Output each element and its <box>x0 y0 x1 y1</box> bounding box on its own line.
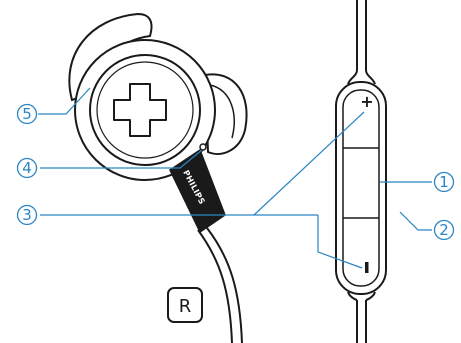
callout-3: 3 <box>16 204 38 226</box>
callout-5: 5 <box>16 103 38 125</box>
leader-line-3-upper <box>253 111 365 216</box>
remote-body <box>335 81 387 295</box>
callout-4-number: 4 <box>22 159 32 177</box>
callout-5-number: 5 <box>22 105 32 123</box>
callout-1-number: 1 <box>439 173 449 191</box>
side-marker-box <box>167 287 203 323</box>
earbud: PHILIPS <box>68 12 248 234</box>
leader-line-2 <box>399 211 432 231</box>
cross-icon <box>113 83 167 137</box>
callout-1: 1 <box>433 171 455 193</box>
led-indicator <box>199 143 207 151</box>
volume-down-mark <box>365 262 369 273</box>
leader-line-4 <box>40 149 203 169</box>
earbud-cable <box>197 229 233 343</box>
leader-line-3-lower <box>317 215 363 269</box>
volume-up-label: + <box>360 92 373 111</box>
callout-4: 4 <box>16 157 38 179</box>
callout-2: 2 <box>433 219 455 241</box>
leader-lines <box>38 87 432 269</box>
callout-2-number: 2 <box>439 221 449 239</box>
ear-tip <box>203 73 248 155</box>
inline-remote: + <box>335 81 387 295</box>
leader-line-5 <box>38 87 91 115</box>
callout-3-number: 3 <box>22 206 32 224</box>
side-marker-letter: R <box>179 296 192 317</box>
